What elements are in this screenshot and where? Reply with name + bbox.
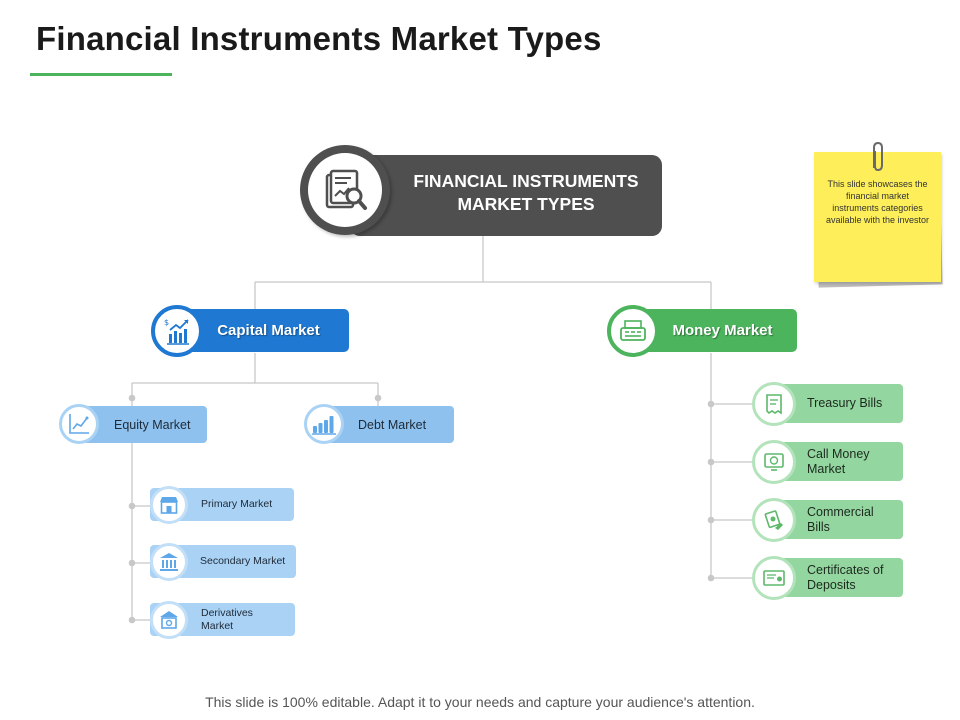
root-node-label: FINANCIAL INSTRUMENTS MARKET TYPES: [392, 170, 660, 216]
certificate-icon: [763, 570, 785, 586]
root-node-label-line1: FINANCIAL INSTRUMENTS: [413, 171, 639, 191]
slide-footer: This slide is 100% editable. Adapt it to…: [205, 694, 755, 710]
svg-text:$: $: [164, 318, 169, 327]
derivatives-market-icon-badge: [150, 601, 188, 639]
commercial-bills-icon-badge: [752, 498, 796, 542]
root-node-label-line2: MARKET TYPES: [457, 194, 595, 214]
treasury-bills-icon-badge: [752, 382, 796, 426]
certificates-of-deposits-node: Certificates of Deposits: [772, 558, 903, 597]
bill-receipt-icon: [766, 394, 782, 415]
root-icon-badge: [300, 145, 390, 235]
derivatives-market-label: Derivatives Market: [201, 606, 253, 632]
debt-market-node: Debt Market: [321, 406, 454, 443]
primary-market-label: Primary Market: [201, 498, 273, 510]
capital-market-icon-badge: $: [151, 305, 203, 357]
capital-market-label: Capital Market: [217, 322, 320, 339]
call-money-market-label: Call Money Market: [807, 446, 870, 476]
bar-chart-dollar-icon: $: [164, 318, 189, 345]
sticky-note: This slide showcases the financial marke…: [814, 152, 941, 282]
vault-icon: [160, 611, 178, 629]
debt-market-icon-badge: [304, 404, 344, 444]
money-hand-icon: [764, 510, 783, 530]
certificates-of-deposits-icon-badge: [752, 556, 796, 600]
report-magnifier-icon: [325, 169, 367, 210]
cash-register-icon: [620, 320, 646, 341]
monitor-coin-icon: [764, 453, 784, 471]
title-underline: [30, 73, 172, 76]
sticky-note-text: This slide showcases the financial marke…: [825, 179, 930, 225]
slide-title: Financial Instruments Market Types: [36, 20, 602, 57]
primary-market-icon-badge: [150, 486, 188, 524]
certificates-of-deposits-label: Certificates of Deposits: [807, 562, 884, 592]
equity-market-label: Equity Market: [114, 417, 191, 432]
root-node: [350, 155, 662, 236]
paperclip-icon: [873, 141, 883, 172]
call-money-market-icon-badge: [752, 440, 796, 484]
debt-market-label: Debt Market: [358, 417, 427, 432]
line-chart-icon: [69, 414, 89, 434]
secondary-market-label: Secondary Market: [200, 555, 286, 567]
money-market-label: Money Market: [672, 322, 773, 339]
money-market-icon-badge: [607, 305, 659, 357]
commercial-bills-label: Commercial Bills: [807, 504, 874, 534]
coin-stack-icon: [312, 416, 336, 435]
secondary-market-icon-badge: [150, 543, 188, 581]
equity-market-icon-badge: [59, 404, 99, 444]
treasury-bills-label: Treasury Bills: [807, 396, 883, 410]
bank-building-icon: [160, 553, 178, 571]
storefront-icon: [160, 497, 178, 514]
